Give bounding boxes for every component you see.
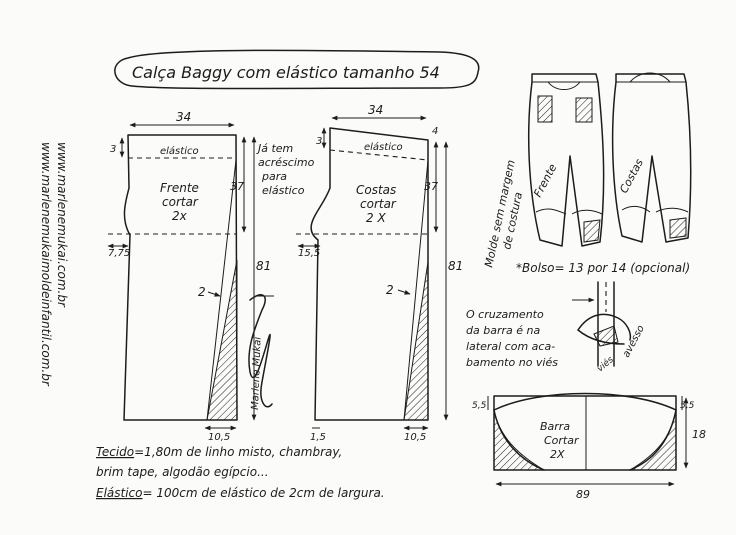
signature-text: Marlene Mukai xyxy=(250,336,264,410)
front-qty: 2x xyxy=(172,209,188,223)
signature-logo: Marlene Mukai xyxy=(248,294,274,410)
front-width: 34 xyxy=(176,110,191,124)
materials-line-2: brim tape, algodão egípcio... xyxy=(96,465,269,479)
barra-side-left: 5,5 xyxy=(472,401,487,411)
website-url-infantil: www.marlenemukaimoldeinfantil.com.br xyxy=(39,142,53,387)
materials-fabric-key: Tecido xyxy=(96,445,134,459)
back-seam-no: 2 xyxy=(386,283,394,297)
pocket-note: *Bolso= 13 por 14 (opcional) xyxy=(516,261,690,275)
front-preview-label: Frente xyxy=(531,162,559,200)
back-hem-left: 1,5 xyxy=(310,432,326,443)
front-seam-no: 2 xyxy=(198,285,206,299)
back-waist-rise: 4 xyxy=(432,126,438,137)
front-preview-drawing xyxy=(527,73,605,247)
barra-height: 18 xyxy=(692,428,706,441)
front-height-top: 37 xyxy=(230,180,244,193)
back-preview-label: Costas xyxy=(617,156,646,195)
website-url: www.marlenemukai.com.br xyxy=(55,142,69,308)
crossing-note-1: O cruzamento xyxy=(466,308,544,321)
back-crotch: 15,5 xyxy=(298,248,320,259)
back-cut: cortar xyxy=(360,197,397,211)
barra-side-right: 5,5 xyxy=(680,401,695,411)
materials-fabric-value: =1,80m de linho misto, chambray, xyxy=(134,445,342,459)
detail-reverse: avesso xyxy=(621,324,647,360)
page-title: Calça Baggy com elástico tamanho 54 xyxy=(132,63,440,82)
materials-line-1: Tecido=1,80m de linho misto, chambray, xyxy=(96,445,342,459)
materials-elastic-key: Elástico xyxy=(96,486,143,500)
hem-crossing-detail xyxy=(577,281,632,367)
front-label: Frente xyxy=(160,181,199,195)
front-crotch: 7,75 xyxy=(108,248,130,259)
barra-label: Barra xyxy=(540,420,570,433)
front-cut: cortar xyxy=(162,195,199,209)
note-extra-1: Já tem xyxy=(256,142,293,155)
note-extra-4: elástico xyxy=(262,184,305,197)
barra-cut: Cortar xyxy=(544,434,580,447)
front-pattern-piece xyxy=(107,122,257,431)
materials-line-3: Elástico= 100cm de elástico de 2cm de la… xyxy=(96,486,385,500)
back-preview-drawing xyxy=(611,72,692,243)
front-height-total: 81 xyxy=(256,259,271,273)
crossing-note-2: da barra é na xyxy=(466,324,540,337)
back-height-top: 37 xyxy=(424,180,438,193)
crossing-note-3: lateral com aca- xyxy=(466,340,555,353)
back-hem: 10,5 xyxy=(404,432,426,443)
crossing-note-4: bamento no viés xyxy=(466,356,558,369)
materials-elastic-value: = 100cm de elástico de 2cm de largura. xyxy=(143,486,385,500)
barra-pattern-piece xyxy=(487,392,689,487)
barra-qty: 2X xyxy=(550,448,565,461)
back-qty: 2 X xyxy=(366,211,386,225)
back-width: 34 xyxy=(368,103,383,117)
front-hem: 10,5 xyxy=(208,432,230,443)
front-waist: 3 xyxy=(110,144,116,155)
barra-width: 89 xyxy=(576,488,590,501)
back-waist: 3 xyxy=(316,136,322,147)
title-bubble xyxy=(114,49,480,90)
note-extra-2: acréscimo xyxy=(258,156,315,169)
front-elastic: elástico xyxy=(160,145,199,157)
note-extra-3: para xyxy=(261,170,287,183)
back-label: Costas xyxy=(356,183,396,197)
back-pattern-piece xyxy=(296,115,449,431)
back-height-total: 81 xyxy=(448,259,463,273)
back-elastic: elástico xyxy=(364,141,403,153)
